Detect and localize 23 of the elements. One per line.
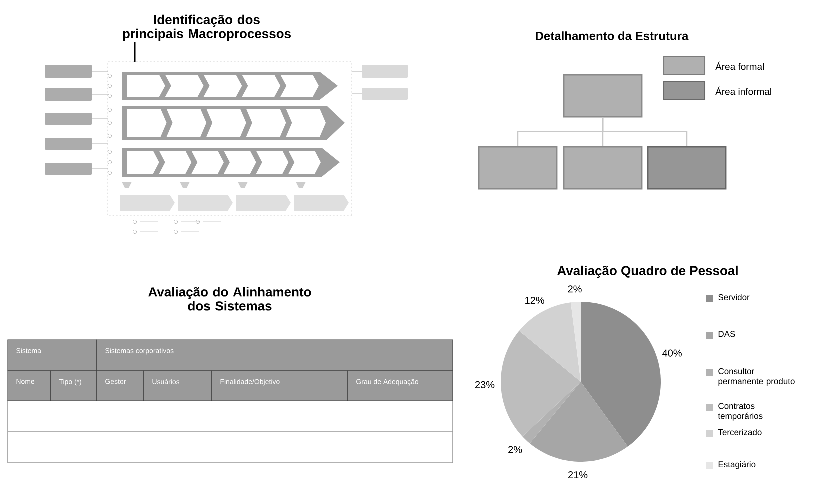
legend-label: Consultor permanente produto — [718, 368, 795, 386]
heading: Avaliação do Alinhamento dos Sistemas — [148, 287, 312, 311]
chart-title: Avaliação Quadro de Pessoal — [558, 266, 738, 278]
heading: Identificação dos principais Macroprocessos — [123, 14, 291, 42]
org-box — [563, 74, 643, 118]
data-label: 23% — [476, 381, 495, 388]
legend-label: Contratos temporários — [718, 403, 763, 421]
legend-label: Tercerizado — [718, 429, 762, 436]
data-label: 21% — [568, 472, 588, 479]
legend-label: Servidor — [718, 294, 750, 300]
org-box — [478, 146, 558, 190]
legend-label: DAS — [718, 331, 736, 338]
legend-label: Área formal — [716, 62, 764, 70]
heading: Detalhamento da Estrutura — [536, 32, 689, 40]
data-label: 2% — [568, 286, 582, 293]
data-label: 40% — [662, 350, 682, 357]
legend-label: Estagiário — [718, 461, 756, 470]
org-box — [647, 146, 727, 190]
connector-line — [602, 118, 688, 146]
data-label: 2% — [508, 446, 522, 454]
org-box — [563, 146, 643, 190]
legend-label: Área informal — [716, 86, 772, 96]
data-label: 12% — [526, 296, 544, 304]
